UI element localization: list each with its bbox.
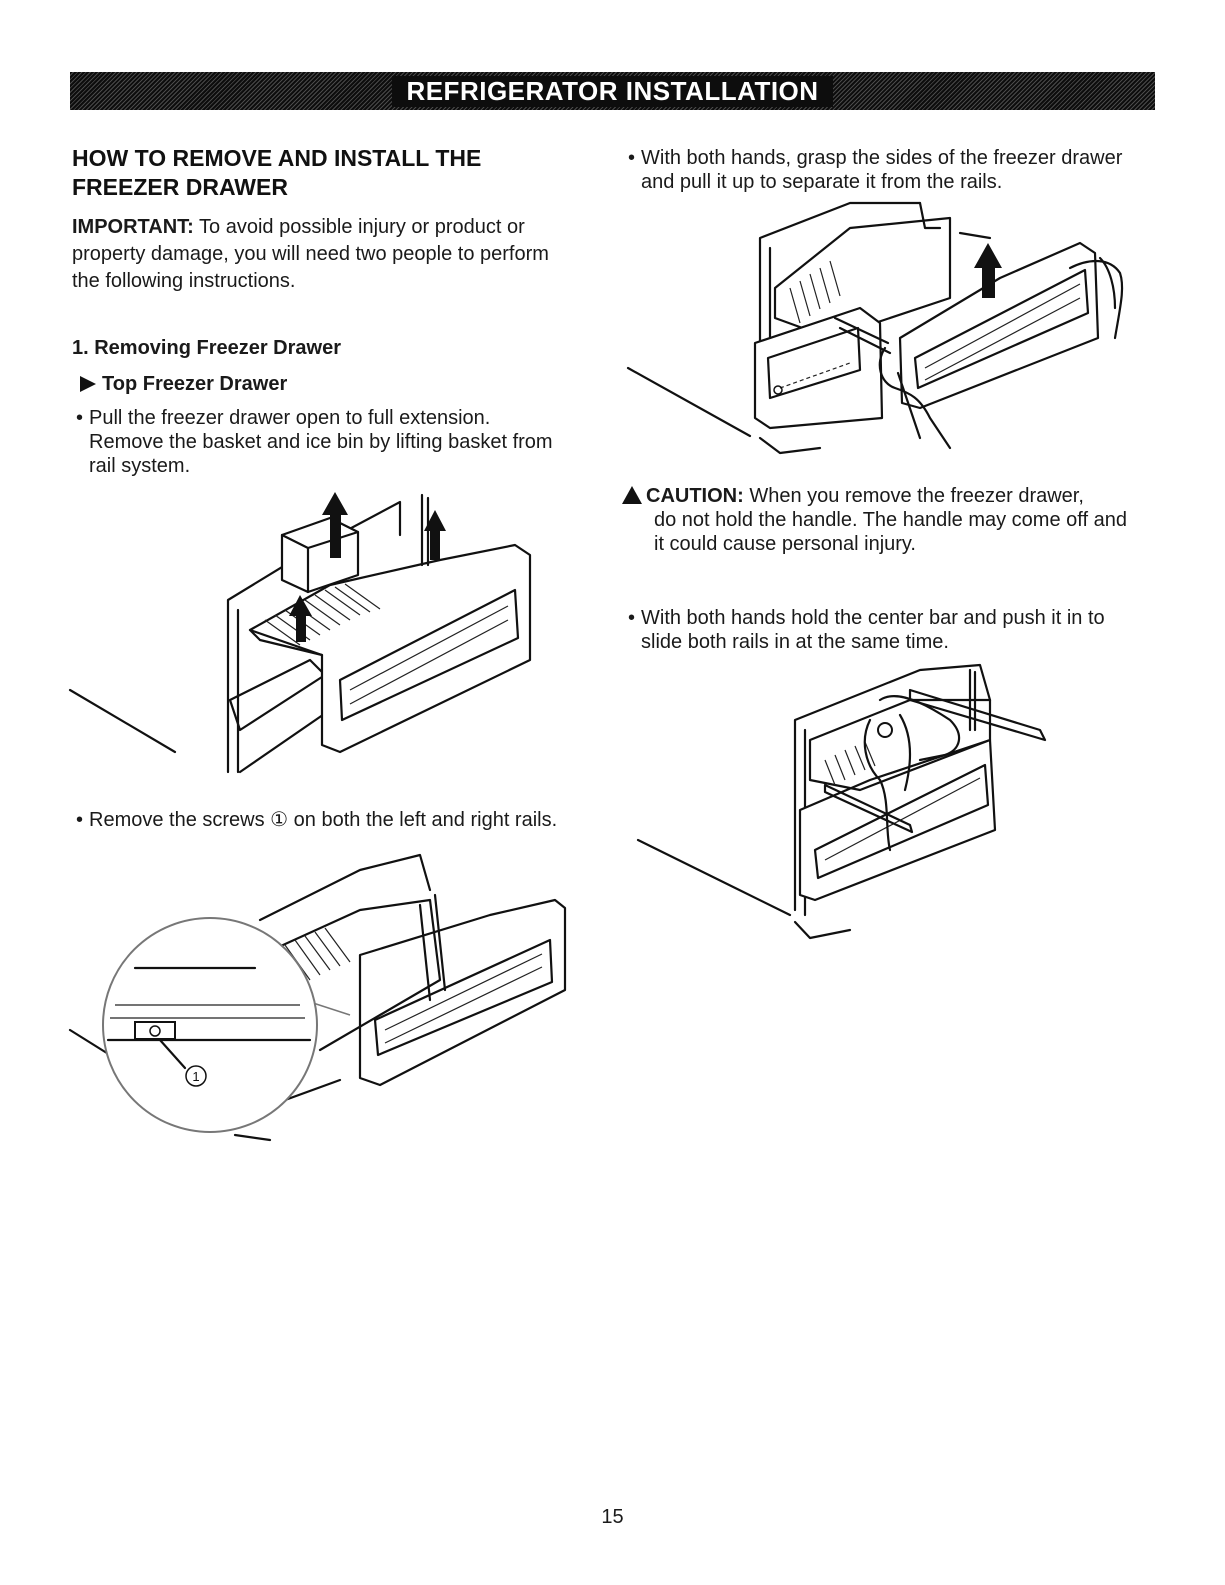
screws-text-after: on both the left and right rails. [288,809,558,831]
play-triangle-icon [80,376,96,392]
screw-removal-illustration: 1 [68,853,567,1142]
sub-heading: Top Freezer Drawer [80,373,287,396]
page-number: 15 [601,1506,624,1528]
bullet-remove-screws: • Remove the screws ① on both the left a… [76,808,566,832]
sub-heading-label: Top Freezer Drawer [102,373,288,395]
bullet-push-text: With both hands hold the center bar and … [641,607,1105,653]
bullet-pull-text: Pull the freezer drawer open to full ext… [89,407,553,477]
bullet-pull-drawer: • Pull the freezer drawer open to full e… [76,406,566,478]
section-title-line-2: FREEZER DRAWER [72,174,288,200]
callout-number: ① [270,809,289,831]
bullet-icon: • [76,809,84,831]
caution-text-2: do not hold the handle. The handle may c… [654,509,1127,555]
important-note: IMPORTANT: To avoid possible injury or p… [72,214,582,295]
banner-title: REFRIGERATOR INSTALLATION [392,75,833,107]
svg-text:1: 1 [192,1069,199,1084]
bullet-grasp-text: With both hands, grasp the sides of the … [641,147,1123,193]
lift-drawer-illustration [626,201,1124,455]
screws-text-before: Remove the screws [89,809,271,831]
bullet-icon: • [76,407,84,429]
caution-text-1: When you remove the freezer drawer, [743,485,1084,507]
important-text: To avoid possible injury or product or p… [72,216,549,292]
push-rails-illustration [636,663,1047,940]
important-label: IMPORTANT: [72,216,194,238]
page-banner: REFRIGERATOR INSTALLATION [70,72,1155,110]
caution-note: CAUTION: When you remove the freezer dra… [622,484,1142,556]
section-title-line-1: HOW TO REMOVE AND INSTALL THE [72,145,482,171]
bullet-push-rails: • With both hands hold the center bar an… [628,606,1138,654]
basket-removal-illustration [68,492,532,774]
bullet-icon: • [628,607,636,629]
caution-label: CAUTION: [646,485,744,507]
warning-triangle-icon [622,486,642,504]
step-heading: 1. Removing Freezer Drawer [72,337,341,359]
bullet-icon: • [628,147,636,169]
bullet-grasp-drawer: • With both hands, grasp the sides of th… [628,146,1138,194]
section-title: HOW TO REMOVE AND INSTALL THE FREEZER DR… [72,144,552,202]
